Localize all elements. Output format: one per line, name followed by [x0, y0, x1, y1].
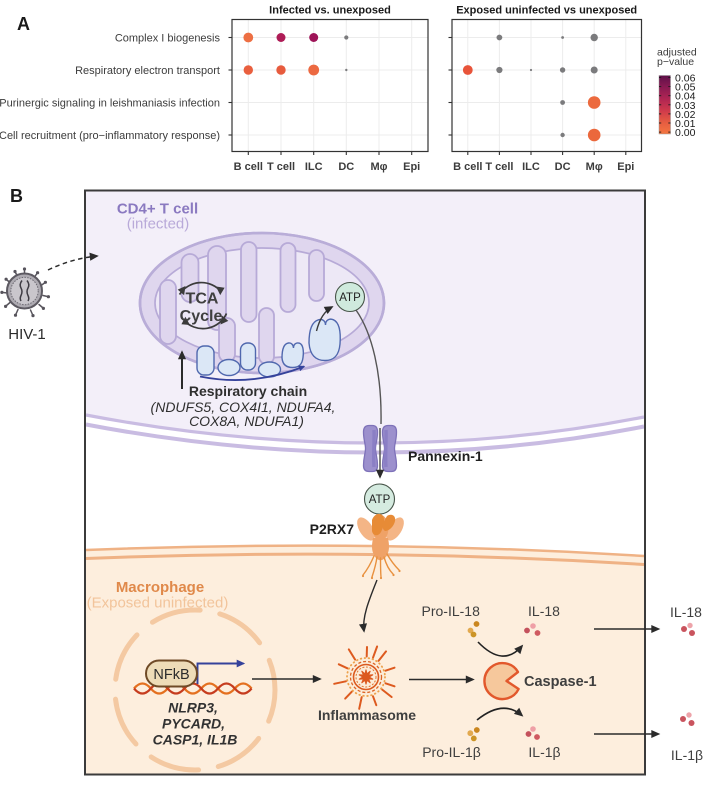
svg-text:0.03: 0.03	[675, 100, 696, 112]
svg-text:DC: DC	[338, 161, 354, 173]
svg-text:0.04: 0.04	[675, 91, 696, 103]
svg-text:Complex I biogenesis: Complex I biogenesis	[115, 33, 221, 45]
svg-text:HIV-1: HIV-1	[8, 326, 46, 343]
svg-text:p−value: p−value	[657, 56, 694, 68]
svg-text:Macrophage: Macrophage	[116, 579, 204, 596]
svg-text:(NDUFS5, COX4I1, NDUFA4,: (NDUFS5, COX4I1, NDUFA4,	[151, 399, 336, 415]
svg-text:PYCARD,: PYCARD,	[162, 716, 225, 732]
svg-text:0.05: 0.05	[675, 82, 696, 94]
svg-text:Cycle: Cycle	[180, 308, 223, 325]
svg-text:Respiratory electron transport: Respiratory electron transport	[75, 65, 220, 77]
svg-text:(infected): (infected)	[127, 216, 190, 233]
svg-text:Purinergic signaling in leishm: Purinergic signaling in leishmaniasis in…	[0, 98, 220, 110]
svg-text:Epi: Epi	[617, 161, 634, 173]
svg-text:0.06: 0.06	[675, 73, 696, 85]
svg-text:Pro-IL-18: Pro-IL-18	[422, 603, 481, 619]
svg-text:Infected vs. unexposed: Infected vs. unexposed	[269, 5, 391, 17]
svg-text:IL-18: IL-18	[670, 604, 702, 620]
svg-text:IL-1β: IL-1β	[671, 747, 703, 763]
svg-text:(Exposed uninfected): (Exposed uninfected)	[87, 595, 229, 612]
svg-text:IL-1β: IL-1β	[528, 744, 560, 760]
svg-text:DC: DC	[555, 161, 571, 173]
svg-text:CASP1, IL1B: CASP1, IL1B	[153, 732, 238, 748]
svg-text:Mφ: Mφ	[370, 161, 387, 173]
svg-text:ATP: ATP	[369, 494, 391, 506]
svg-text:A: A	[17, 14, 30, 34]
svg-text:Mφ: Mφ	[586, 161, 603, 173]
svg-text:P2RX7: P2RX7	[310, 521, 355, 537]
svg-text:NLRP3,: NLRP3,	[168, 700, 218, 716]
svg-text:0.00: 0.00	[675, 127, 696, 139]
svg-text:Pannexin-1: Pannexin-1	[408, 448, 483, 464]
svg-text:0.01: 0.01	[675, 118, 696, 130]
svg-text:T cell: T cell	[267, 161, 295, 173]
svg-text:Cell recruitment (pro−inflamma: Cell recruitment (pro−inflammatory respo…	[0, 130, 220, 142]
svg-text:ILC: ILC	[305, 161, 323, 173]
svg-text:TCA: TCA	[186, 291, 219, 308]
svg-text:Pro-IL-1β: Pro-IL-1β	[422, 744, 481, 760]
svg-text:B cell: B cell	[234, 161, 263, 173]
svg-text:0.02: 0.02	[675, 109, 696, 121]
svg-text:Epi: Epi	[403, 161, 420, 173]
svg-text:NFkB: NFkB	[153, 667, 189, 683]
svg-text:adjusted: adjusted	[657, 47, 697, 59]
svg-text:ATP: ATP	[339, 292, 361, 304]
svg-text:COX8A, NDUFA1): COX8A, NDUFA1)	[189, 413, 304, 429]
svg-text:IL-18: IL-18	[528, 603, 560, 619]
svg-text:Inflammasome: Inflammasome	[318, 707, 416, 723]
svg-text:Caspase-1: Caspase-1	[524, 674, 597, 690]
svg-text:CD4+ T cell: CD4+ T cell	[117, 201, 198, 218]
svg-text:Respiratory chain: Respiratory chain	[189, 383, 307, 399]
svg-text:Exposed uninfected vs unexpose: Exposed uninfected vs unexposed	[456, 5, 637, 17]
svg-text:B cell: B cell	[453, 161, 482, 173]
svg-text:B: B	[10, 186, 23, 206]
svg-text:T cell: T cell	[485, 161, 513, 173]
svg-text:ILC: ILC	[522, 161, 540, 173]
